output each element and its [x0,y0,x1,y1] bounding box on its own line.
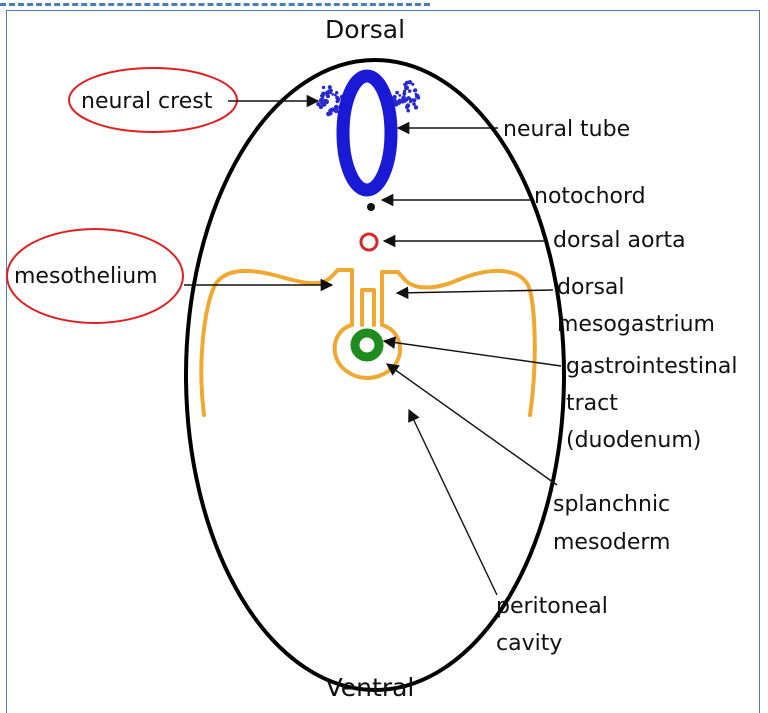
peritoneal-cavity-label-line2: cavity [496,631,562,656]
neural-crest-dot [406,109,410,113]
neural-crest-dot [408,89,412,93]
neural-crest-dot [328,85,332,89]
ventral-label: Ventral [326,673,415,702]
gi-tract-label-line1: gastrointestinal [566,354,738,379]
arrow-splanchnic-mesoderm [387,364,557,485]
neural-crest-dot [398,94,401,97]
neural-crest-dot [334,94,337,97]
neural-crest-dot [321,92,326,97]
neural-crest-dot [316,102,320,106]
mesothelium-label: mesothelium [14,264,158,289]
neural-tube-shape [343,76,391,190]
neural-crest-dot [403,90,406,93]
neural-crest-dot [322,86,325,89]
dorsal-mesogastrium-label-line2: mesogastrium [557,312,715,337]
neural-crest-dot [414,88,418,92]
neural-crest-dot [326,112,331,117]
gi-tract-label-line3: (duodenum) [566,428,701,453]
neural-crest-dot [415,93,418,96]
neural-crest-dot [334,109,338,113]
neural-crest-dot [320,102,323,105]
splanchnic-mesoderm-label-line1: splanchnic [553,492,670,517]
neural-crest-dot [405,81,409,85]
arrow-peritoneal-cavity [409,410,497,595]
neural-crest-dot [336,98,340,102]
neural-crest-dot [327,89,332,94]
notochord-label: notochord [534,184,646,209]
neural-crest-dots [316,80,420,116]
peritoneal-cavity-label-line1: peritoneal [496,594,608,619]
notochord-dot [367,203,375,211]
neural-crest-dot [401,99,405,103]
splanchnic-mesoderm-label-line2: mesoderm [553,530,670,555]
neural-tube-label: neural tube [503,117,630,142]
neural-crest-dot [330,108,334,112]
gi-tract-label-line2: tract [566,391,618,416]
dorsal-aorta-ring [361,234,377,250]
neural-crest-dot [395,91,399,95]
dorsal-aorta-label: dorsal aorta [553,228,686,253]
neural-crest-dot [323,99,328,104]
neural-crest-dot [331,93,334,96]
dorsal-label: Dorsal [325,15,405,44]
neural-crest-label: neural crest [81,89,213,114]
gut-tube [355,333,379,357]
neural-crest-dot [410,98,414,102]
neural-crest-dot [405,105,409,109]
dorsal-mesogastrium-label-line1: dorsal [557,275,625,300]
neural-crest-dot [414,105,418,109]
